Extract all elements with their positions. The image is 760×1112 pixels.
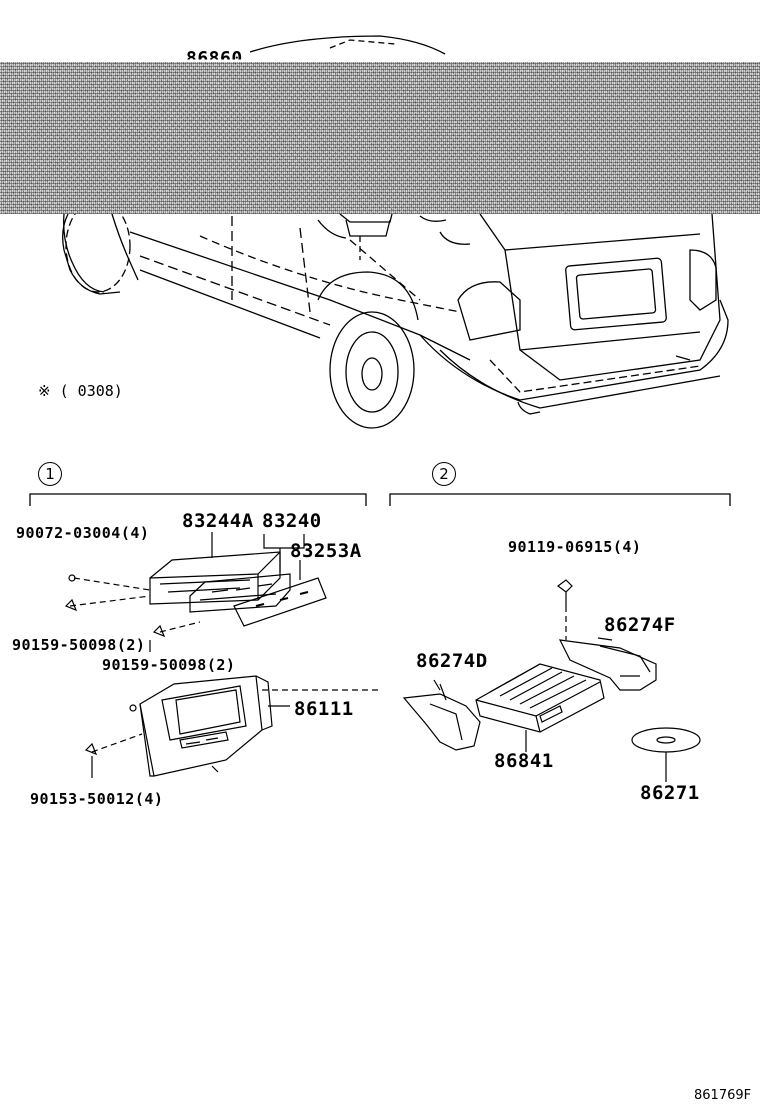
label-86274F: 86274F	[604, 614, 676, 636]
note-symbol: ※	[38, 382, 51, 400]
group-marker-2: 2	[432, 462, 456, 486]
scan-noise-overlay	[0, 62, 760, 214]
group-marker-1: 1	[38, 462, 62, 486]
label-83240: 83240	[262, 510, 322, 532]
label-86841: 86841	[494, 750, 554, 772]
top-partial-label: 86860	[186, 48, 243, 69]
label-90159-50098-a: 90159-50098(2)	[12, 636, 146, 654]
label-86271: 86271	[640, 782, 700, 804]
date-note: ※ ( 0308)	[38, 382, 123, 400]
label-86274D: 86274D	[416, 650, 488, 672]
label-90153-50012: 90153-50012(4)	[30, 790, 164, 808]
label-83244A: 83244A	[182, 510, 254, 532]
group2-parts	[402, 579, 701, 782]
group-brackets	[29, 493, 731, 506]
group1-parts	[64, 532, 380, 778]
diagram-code: 861769F	[694, 1088, 752, 1103]
label-86111: 86111	[294, 698, 354, 720]
label-83253A: 83253A	[290, 540, 362, 562]
label-90159-50098-b: 90159-50098(2)	[102, 656, 236, 674]
label-90072-03004: 90072-03004(4)	[16, 524, 150, 542]
note-text: ( 0308)	[59, 382, 123, 400]
label-90119-06915: 90119-06915(4)	[508, 538, 642, 556]
